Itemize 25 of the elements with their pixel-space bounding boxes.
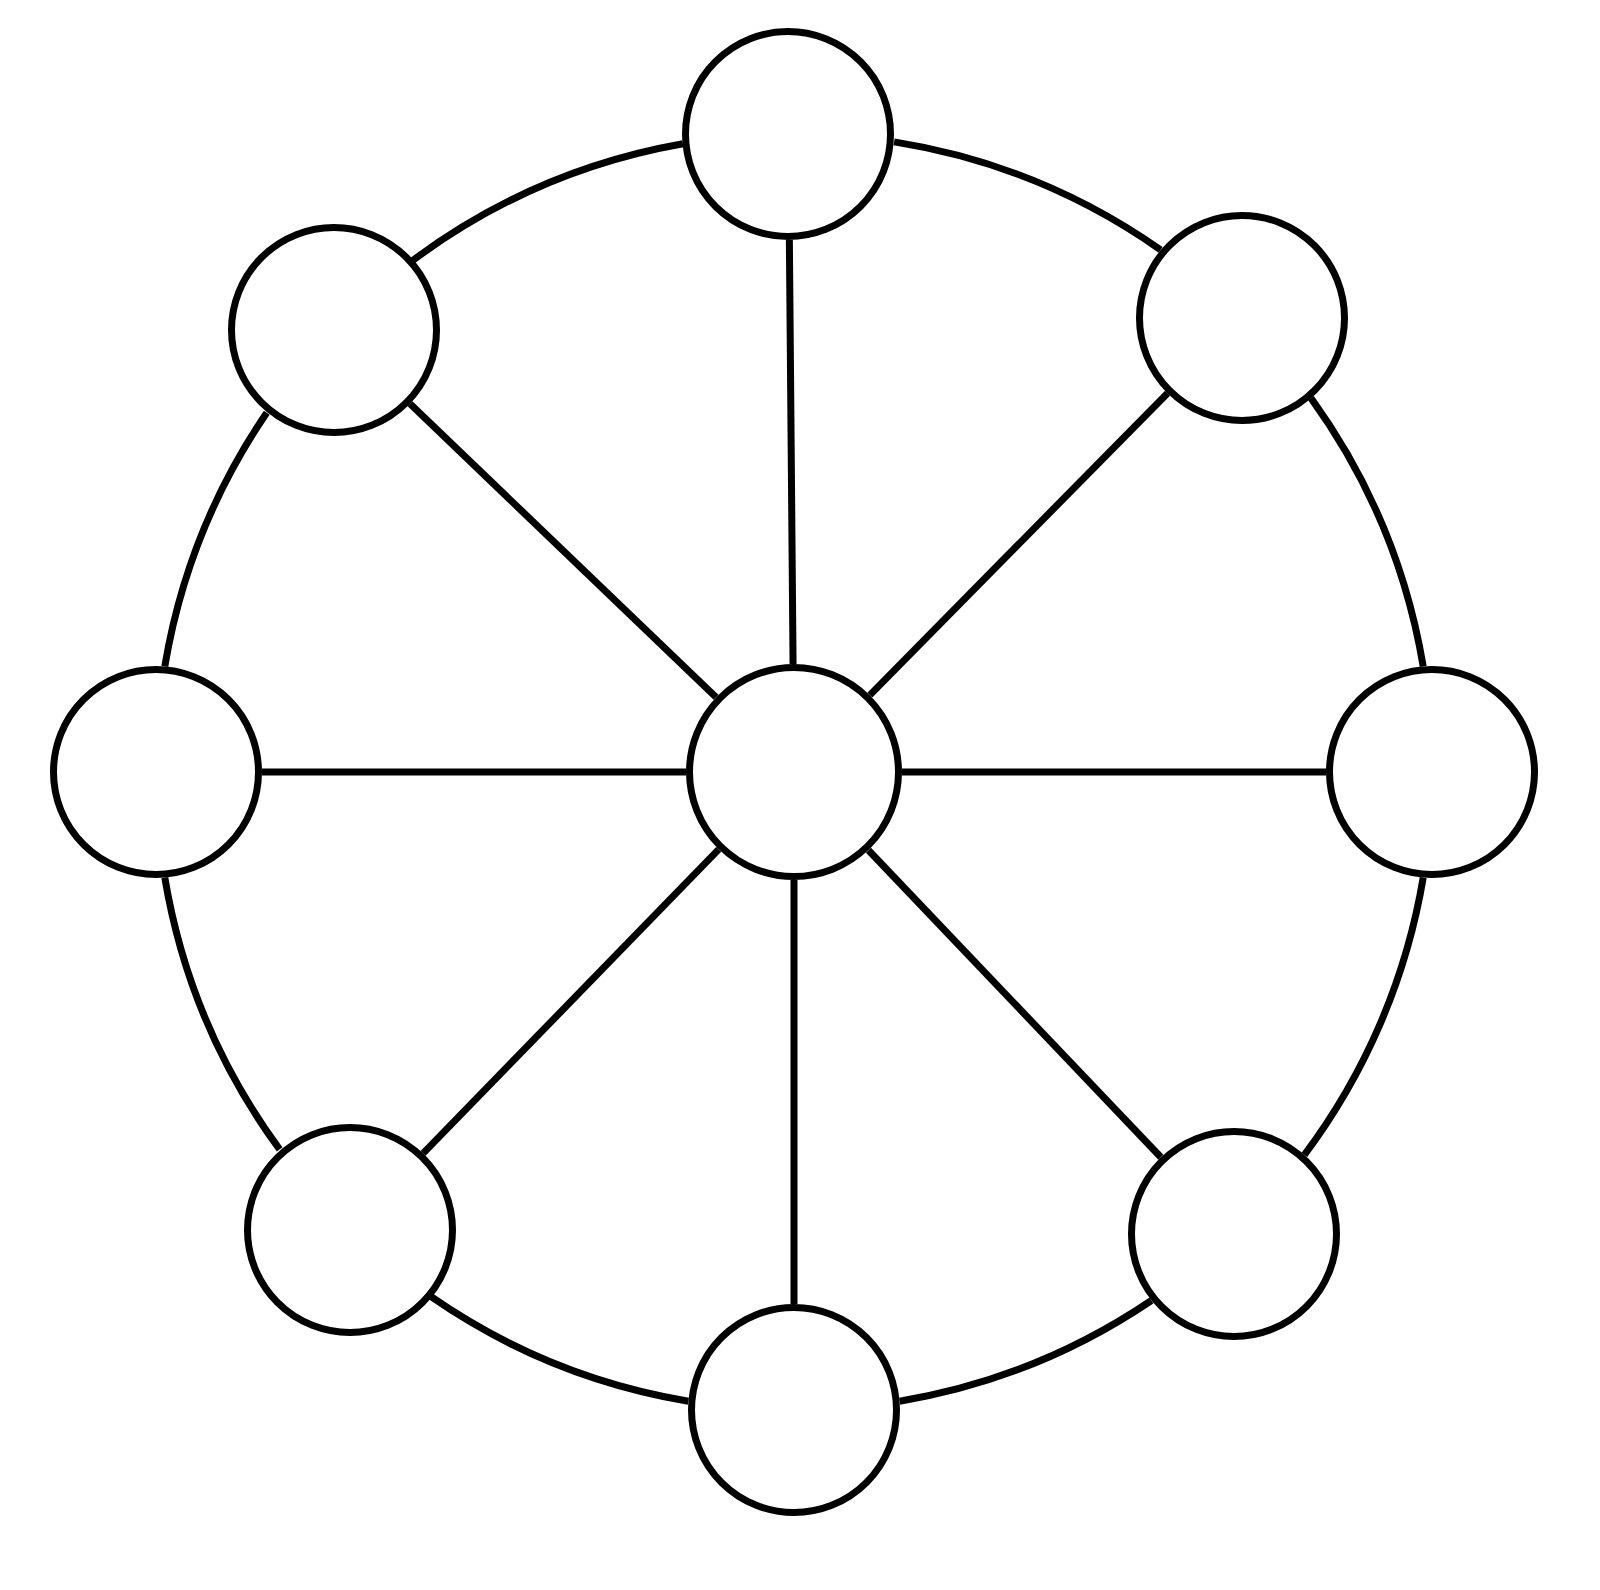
circle-node — [1127, 1128, 1340, 1340]
connector-line — [902, 768, 1326, 776]
arc-line — [429, 1293, 690, 1405]
circle-node — [50, 666, 262, 878]
arc-line — [898, 1297, 1154, 1405]
circle-node — [1326, 666, 1538, 878]
circle-node — [243, 1123, 456, 1336]
arc-line — [161, 410, 270, 668]
arc-line — [411, 140, 684, 264]
arc-line — [1308, 396, 1427, 668]
circle-node — [682, 28, 895, 240]
arc-line — [161, 876, 283, 1152]
circle-node — [1135, 211, 1348, 424]
circle-node — [686, 664, 902, 880]
circle-node — [227, 224, 440, 437]
connector-line — [407, 401, 719, 700]
connector-line — [785, 240, 797, 665]
connector-line — [790, 880, 798, 1304]
arc-line — [1301, 876, 1427, 1157]
connector-line — [865, 847, 1164, 1160]
circle-node — [688, 1304, 900, 1516]
connector-line — [420, 847, 722, 1156]
arc-line — [893, 138, 1163, 253]
connector-line — [867, 390, 1171, 698]
connector-line — [262, 768, 686, 776]
